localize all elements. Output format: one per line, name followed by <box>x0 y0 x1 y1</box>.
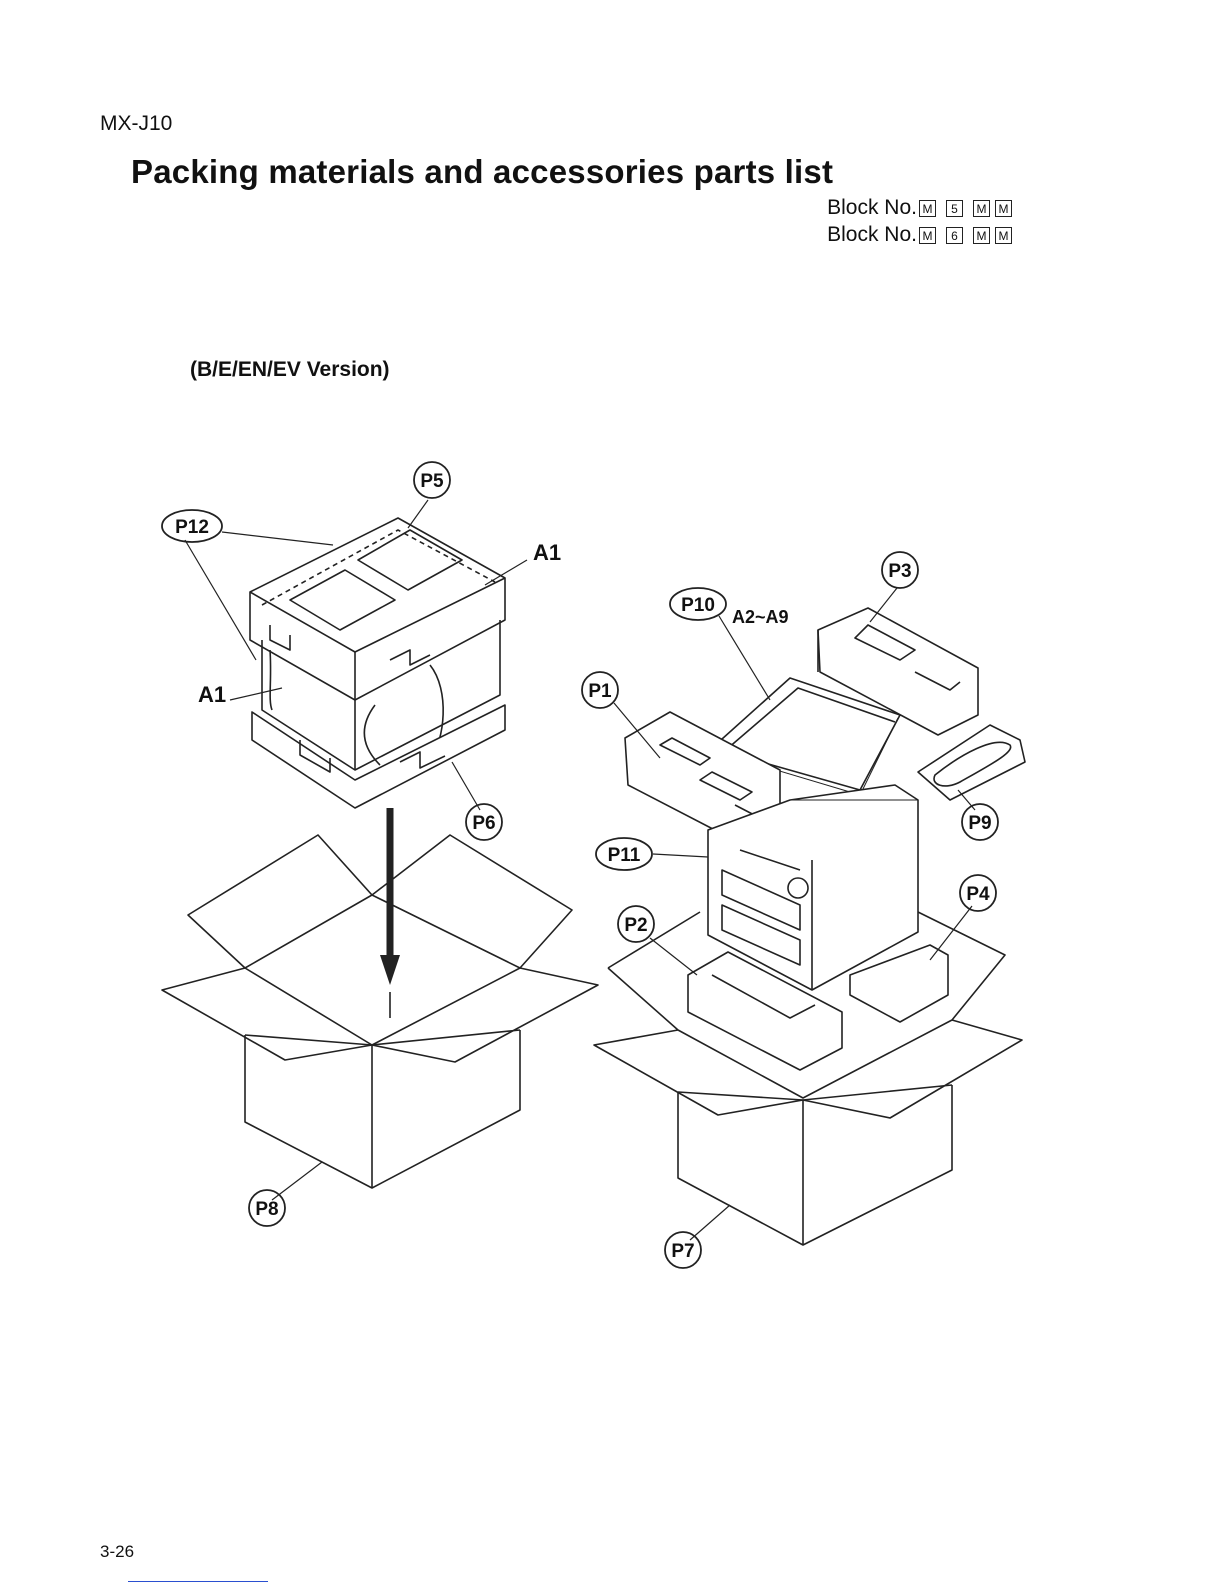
block-code-box: M <box>919 200 936 217</box>
callout-p7: P7 <box>671 1241 694 1262</box>
footer-rule <box>128 1581 268 1582</box>
left-carton-illustration <box>162 835 598 1188</box>
block-code-box: M <box>919 227 936 244</box>
callout-p12: P12 <box>175 517 209 538</box>
callout-p9: P9 <box>968 813 991 834</box>
block-number-label: Block No. <box>827 196 917 220</box>
callout-p6: P6 <box>472 813 495 834</box>
block-code-box: M <box>995 227 1012 244</box>
page-number: 3-26 <box>100 1542 134 1562</box>
callout-p1: P1 <box>588 681 612 702</box>
insert-arrow <box>380 808 400 1018</box>
speaker-bundle-illustration <box>250 518 505 808</box>
block-code-box: 6 <box>946 227 963 244</box>
label-a1-top: A1 <box>533 540 561 565</box>
callout-p2: P2 <box>624 915 647 936</box>
block-code-box: M <box>973 227 990 244</box>
callout-p10: P10 <box>681 595 715 616</box>
block-code-box: M <box>995 200 1012 217</box>
page-title: Packing materials and accessories parts … <box>131 153 833 191</box>
model-number: MX-J10 <box>100 112 172 136</box>
callout-p8: P8 <box>255 1199 278 1220</box>
block-number-label: Block No. <box>827 223 917 247</box>
block-number-row-2: Block No. M 6 M M <box>827 223 1012 247</box>
callout-p3: P3 <box>888 561 911 582</box>
callout-p11: P11 <box>608 845 641 866</box>
main-unit-illustration <box>625 608 1025 1070</box>
label-a2-a9: A2~A9 <box>732 607 789 627</box>
block-number-row-1: Block No. M 5 M M <box>827 196 1012 220</box>
packing-exploded-diagram: P12 P5 P6 P8 P1 P10 P3 P11 P2 P9 P4 P7 A… <box>0 440 1224 1300</box>
callout-p5: P5 <box>420 471 444 492</box>
callout-p4: P4 <box>966 884 990 905</box>
block-code-box: 5 <box>946 200 963 217</box>
version-label: (B/E/EN/EV Version) <box>190 358 390 382</box>
label-a1-left: A1 <box>198 682 226 707</box>
block-code-box: M <box>973 200 990 217</box>
